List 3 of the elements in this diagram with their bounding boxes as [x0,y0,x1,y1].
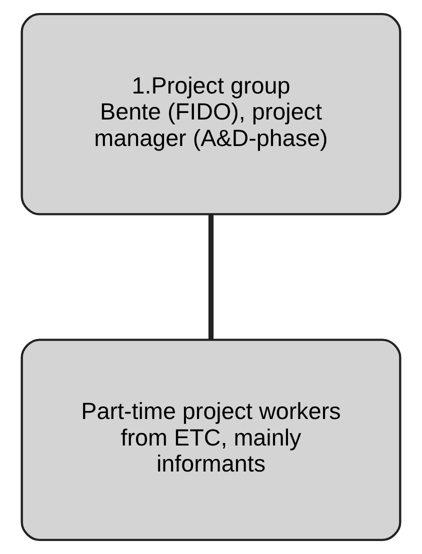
connector [208,214,214,340]
node-box: Part-time project workers from ETC, mainly informants [20,338,402,542]
node-box: 1.Project group Bente (FIDO), project manager (A&D-phase) [20,12,402,216]
